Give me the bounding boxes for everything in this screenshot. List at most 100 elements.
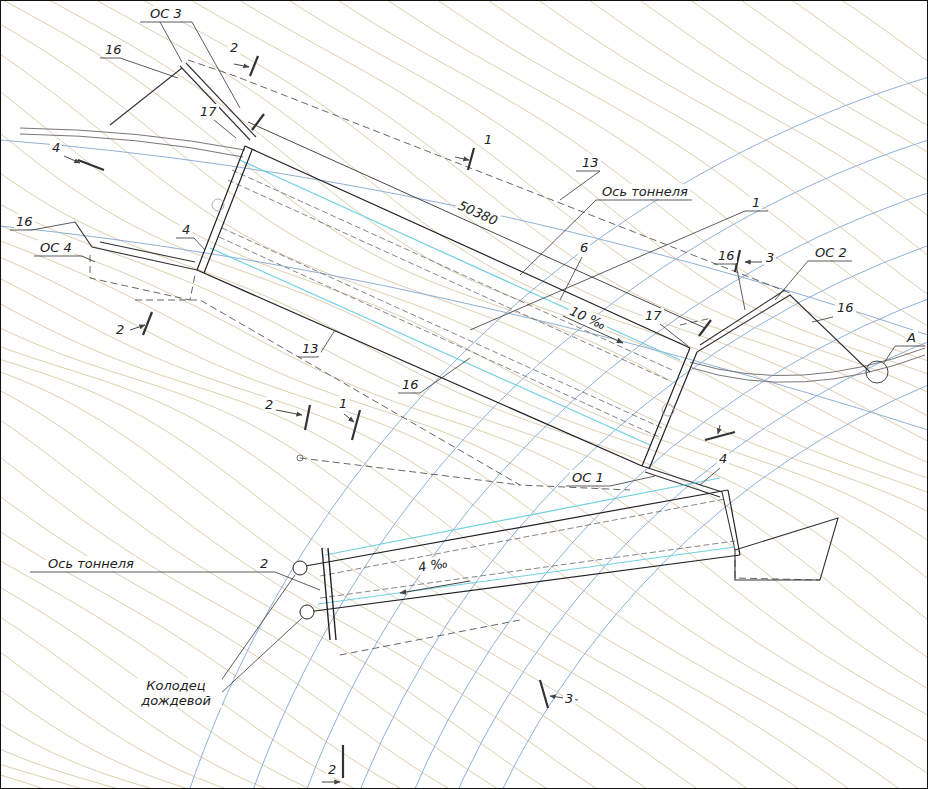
leader-line (560, 257, 582, 300)
tunnel-2 (293, 478, 740, 640)
grid-arc (420, 320, 928, 789)
contour-line (0, 0, 928, 183)
tunnel-wall (300, 490, 728, 567)
leader-lines (10, 22, 925, 694)
contour-line (0, 504, 928, 789)
road-edge (690, 348, 925, 376)
portal-wall (728, 490, 740, 555)
section-arrow (344, 414, 354, 422)
contour-line (0, 537, 928, 789)
leader-line (884, 346, 925, 363)
contour-line (0, 0, 928, 378)
blue-curves (0, 140, 928, 430)
leader-line (812, 317, 833, 322)
grid-arc (240, 140, 928, 789)
contour-line (0, 623, 928, 789)
contour-line (0, 0, 928, 216)
callout-label: 2 (258, 556, 270, 571)
tunnel-wall (307, 555, 740, 612)
slope-arrows (400, 316, 623, 593)
callout-label: 16 (14, 214, 35, 229)
callout-label: 2 (326, 762, 338, 777)
callout-label: ОС 1 (570, 470, 606, 485)
contour-line (0, 282, 928, 789)
contour-line (0, 347, 928, 789)
section-arrow (276, 410, 302, 415)
tunnel-wall (197, 270, 642, 466)
callout-label: 17 (643, 308, 664, 323)
leader-line (140, 22, 240, 108)
contour-line (0, 0, 928, 351)
callout-label: 4 ‰ (415, 555, 451, 576)
contour-line (0, 0, 928, 366)
contour-line (0, 358, 928, 789)
portal-mark (662, 404, 674, 416)
contour-line (0, 0, 928, 483)
callout-label: 4 (180, 222, 192, 237)
grid-arc (130, 30, 928, 789)
tunnel-cyan-line (325, 478, 720, 555)
section-arrow (322, 782, 340, 783)
leader-line (176, 238, 205, 250)
wing-wall-os1 (642, 466, 735, 550)
callout-label: 17 (198, 104, 219, 119)
portal-wall (322, 548, 336, 640)
contour-line (0, 427, 928, 789)
contour-line (0, 698, 928, 789)
section-arrow (130, 325, 145, 330)
dashed-line (735, 560, 820, 580)
leader-line (520, 200, 692, 275)
tunnel-cyan-line (318, 547, 735, 604)
callout-label: ОС 2 (813, 245, 849, 260)
contour-line (0, 331, 928, 789)
contour-line (0, 751, 928, 789)
callout-label: 1 (337, 396, 349, 411)
section-arrow (718, 425, 720, 434)
contour-line (0, 0, 928, 155)
contour-line (0, 0, 928, 444)
portal-wall (197, 146, 252, 273)
callout-label: 4 (717, 451, 729, 466)
contour-line (0, 394, 928, 789)
rain-well (293, 561, 307, 575)
contour-line (0, 0, 928, 129)
tunnel-dashed-line (219, 237, 659, 437)
leader-line (34, 256, 95, 262)
callout-label: 16 (103, 42, 124, 57)
tunnel-wall (245, 146, 690, 348)
portal-wall (642, 348, 697, 469)
grid-arc (290, 190, 928, 789)
wing-wall-os3 (180, 63, 256, 140)
dimension-tick (252, 114, 711, 336)
dimension-line (248, 114, 711, 336)
contour-line (0, 28, 928, 579)
contour-line (0, 0, 928, 514)
tunnel-dashed-line (222, 228, 662, 428)
callout-label: ОС 4 (38, 240, 74, 255)
contour-line (0, 372, 928, 789)
wing-wall-os1 (735, 518, 838, 580)
leader-line (714, 264, 745, 310)
contour-line (0, 208, 928, 745)
callout-label: 16 (400, 377, 421, 392)
dashed-line (340, 620, 520, 655)
callout-label: Ось тоннеля (600, 184, 690, 199)
contour-line (0, 0, 928, 98)
leader-line (100, 58, 178, 78)
portal-mark (212, 199, 224, 211)
section-arrow (745, 262, 762, 263)
callout-label: A (905, 330, 918, 345)
dimension-line (248, 122, 705, 328)
section-bar (78, 56, 740, 778)
wing-wall-os2 (697, 290, 870, 372)
wing-wall-os3 (110, 68, 182, 125)
dashed-line (135, 300, 630, 490)
callout-label: 6 (578, 240, 590, 255)
section-arrow (64, 156, 80, 163)
road (20, 128, 925, 382)
callout-label: 2 (114, 322, 126, 337)
contour-line (0, 180, 928, 718)
